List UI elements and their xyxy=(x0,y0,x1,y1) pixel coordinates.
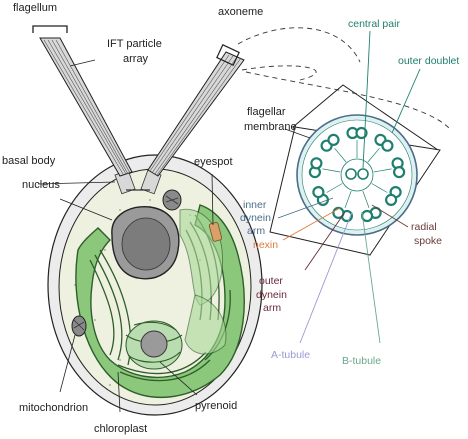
outer-doublet xyxy=(385,186,402,206)
outer-doublet xyxy=(346,126,368,140)
label-central-pair: central pair xyxy=(348,18,400,30)
b-tubule xyxy=(361,209,374,223)
radial-spoke xyxy=(334,147,347,163)
b-tubule xyxy=(327,133,340,146)
central-pair xyxy=(340,158,374,192)
label-eyespot: eyespot xyxy=(194,156,233,168)
flagellum-left xyxy=(39,37,133,177)
label-axoneme: axoneme xyxy=(218,6,263,18)
radial-spoke xyxy=(326,183,343,193)
label-inner-dynein-line3: arm xyxy=(247,225,265,237)
radial-spoke xyxy=(362,190,370,209)
label-pyrenoid: pyrenoid xyxy=(195,400,237,412)
b-tubule xyxy=(381,139,394,152)
label-basal-body: basal body xyxy=(2,155,56,167)
label-flagellum: flagellum xyxy=(13,2,57,14)
pyrenoid xyxy=(125,320,183,370)
label-outer-dynein-line2: dynein xyxy=(256,289,287,301)
label-ift-particle-line1: IFT particle xyxy=(107,38,162,50)
label-flagellar-membrane-line2: membrane xyxy=(244,121,297,133)
label-mitochondrion: mitochondrion xyxy=(19,402,88,414)
radial-spoke xyxy=(344,190,352,209)
label-outer-doublet: outer doublet xyxy=(398,55,459,67)
b-tubule xyxy=(312,186,325,199)
label-nucleus: nucleus xyxy=(22,179,60,191)
nucleolus xyxy=(121,217,171,271)
label-outer-dynein-line3: arm xyxy=(263,302,281,314)
outer-doublet xyxy=(374,133,394,152)
label-inner-dynein-line1: inner xyxy=(243,199,267,211)
label-radial-spoke-line1: radial xyxy=(411,221,437,233)
label-nexin: nexin xyxy=(253,239,278,251)
outer-doublet xyxy=(308,157,323,179)
label-radial-spoke-line2: spoke xyxy=(414,235,442,247)
label-b-tubule: B-tubule xyxy=(342,355,381,367)
radial-spoke xyxy=(322,168,341,173)
label-outer-dynein-line1: outer xyxy=(259,275,283,287)
label-inner-dynein-line2: dynein xyxy=(240,212,271,224)
radial-spokes xyxy=(322,140,392,209)
nucleus xyxy=(111,206,180,280)
mitochondrion-a xyxy=(162,189,182,211)
mitochondrion-b xyxy=(71,315,87,337)
b-tubule xyxy=(355,126,368,140)
label-a-tubule: A-tubule xyxy=(271,349,310,361)
radial-spoke xyxy=(367,147,380,163)
flagellum-right xyxy=(147,51,245,177)
radial-spoke xyxy=(373,168,392,173)
outer-doublet xyxy=(361,206,382,223)
b-tubule xyxy=(393,166,406,179)
outer-doublet xyxy=(320,133,340,152)
label-ift-particle-line2: array xyxy=(123,53,149,65)
flagellum-bracket xyxy=(32,25,68,33)
b-tubule xyxy=(385,193,398,206)
cell-body xyxy=(47,154,263,416)
labels: flagellum axoneme IFT particle array fla… xyxy=(2,2,459,435)
b-tubule xyxy=(310,157,323,170)
axoneme-marker xyxy=(216,44,240,66)
label-flagellar-membrane-line1: flagellar xyxy=(247,106,286,118)
label-chloroplast: chloroplast xyxy=(94,423,147,435)
leader-lines xyxy=(37,30,421,413)
outer-doublet xyxy=(391,157,406,179)
projection-lines xyxy=(237,27,450,129)
radial-spoke xyxy=(371,183,388,193)
